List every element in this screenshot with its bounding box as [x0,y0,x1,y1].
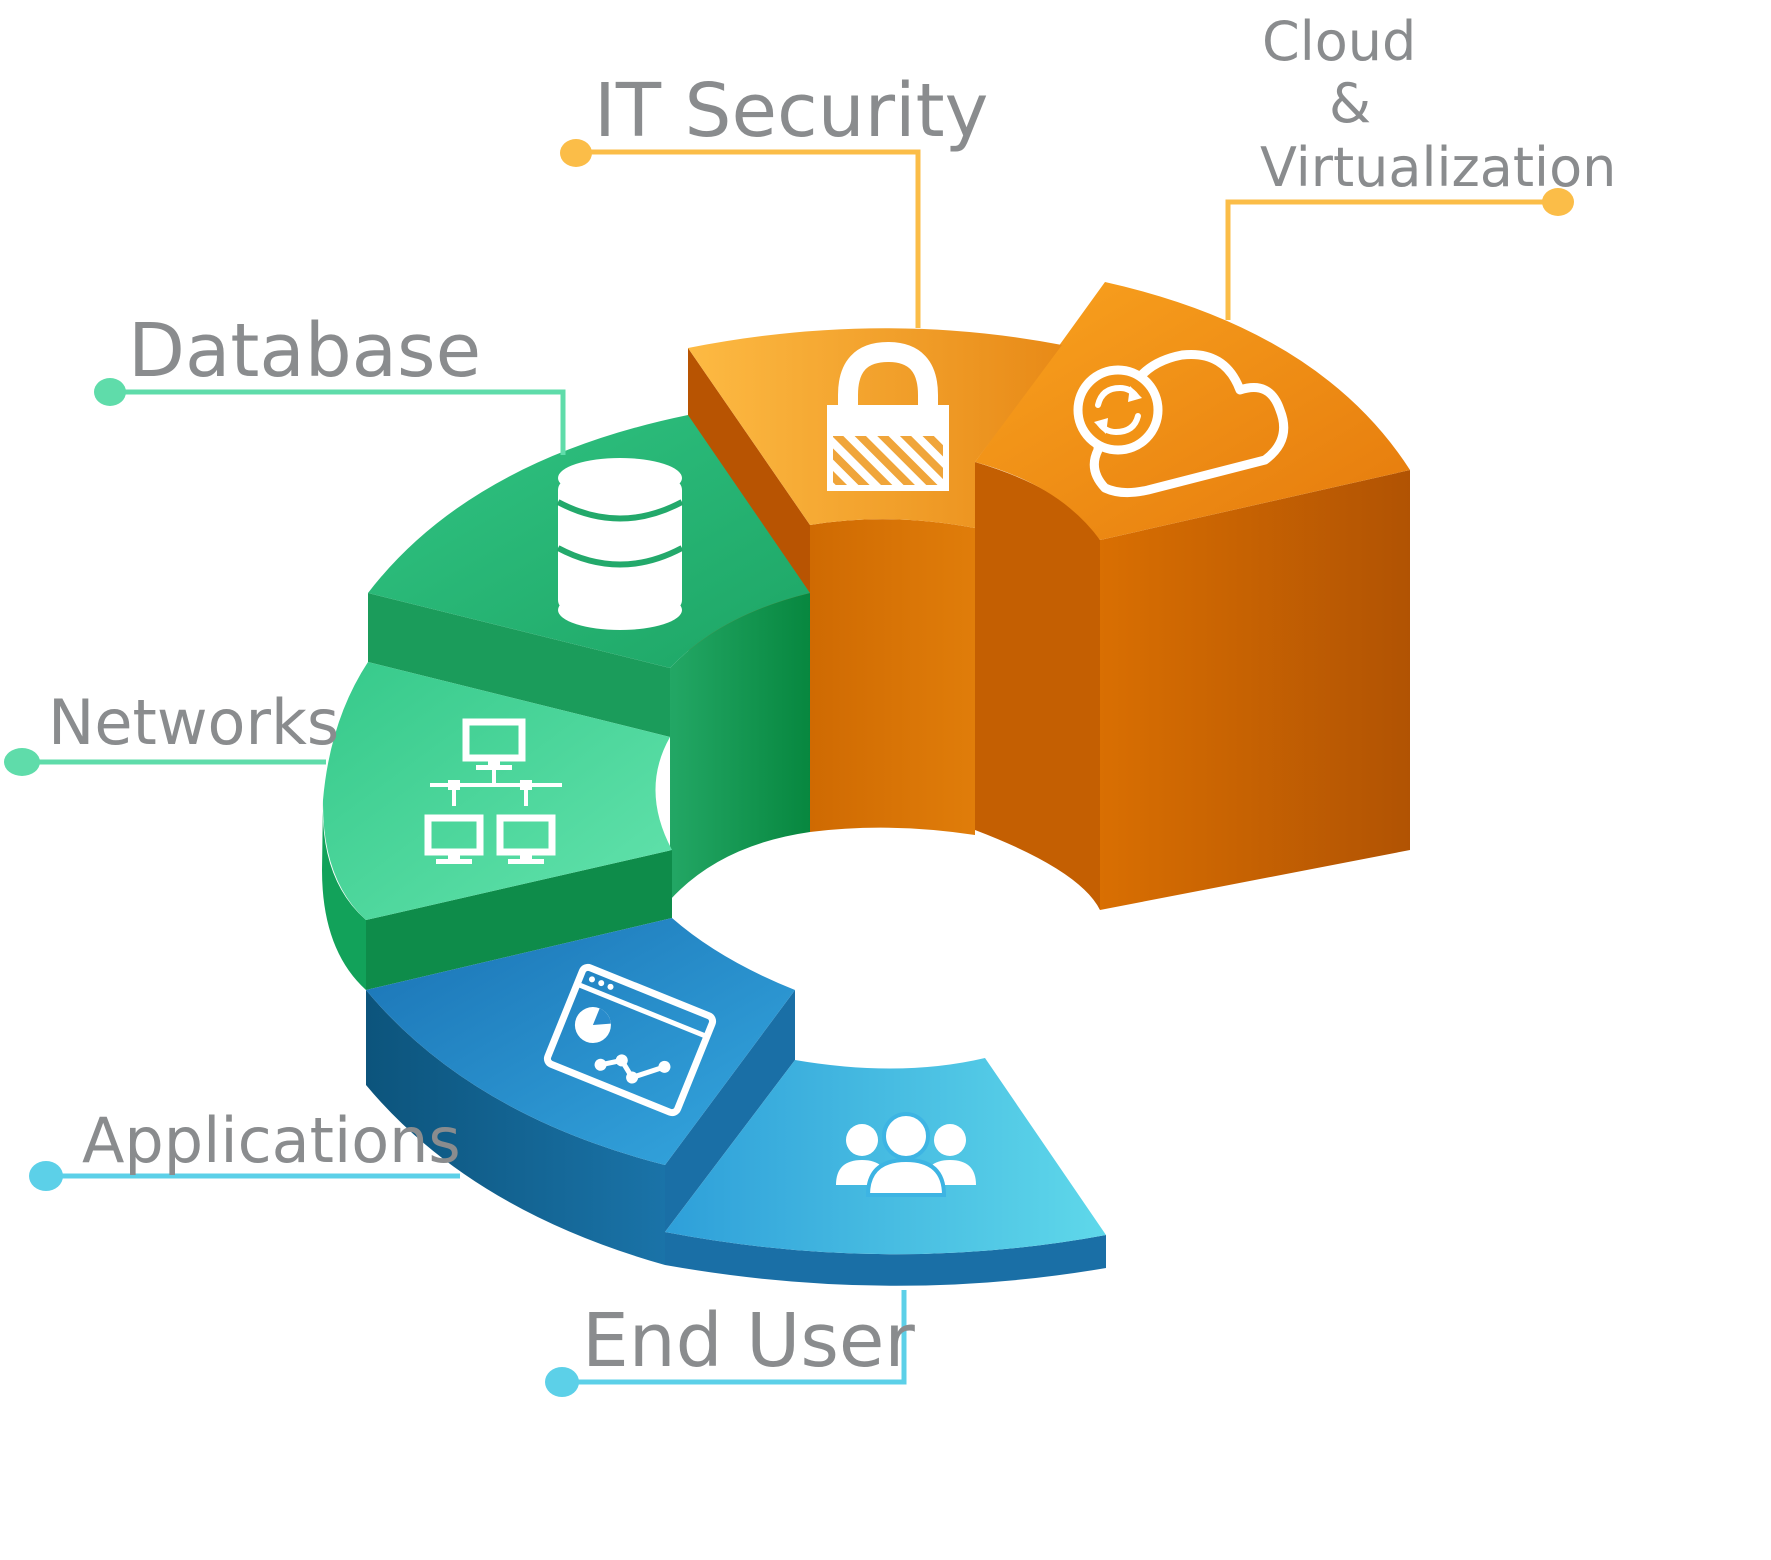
segment-cloud-virtualization [975,282,1410,910]
padlock-icon [827,342,949,491]
label-cloud-line3: Virtualization [1260,136,1616,199]
connector-end-user [545,1290,907,1397]
segment-end-user [665,1058,1106,1286]
database-inner-wall [670,593,810,900]
label-end-user: End User [582,1298,915,1384]
applications-outer-wall [366,990,665,1265]
networks-outer-wall [322,800,366,990]
cloud-inner-wall [975,462,1100,910]
connector-it-security [560,139,921,328]
label-cloud-line1: Cloud [1262,10,1416,73]
end-user-outer-wall [665,1232,1106,1286]
cloud-sync-icon [1073,349,1289,498]
connector-applications [29,1161,460,1191]
label-it-security: IT Security [594,68,988,154]
connector-cloud [1225,188,1574,320]
cloud-top-face [975,282,1410,540]
label-networks: Networks [48,686,339,759]
database-outer-wall [368,593,670,737]
networks-top-face [322,662,672,920]
database-icon [556,458,684,630]
users-group-icon [836,1112,976,1197]
networks-front-wall [366,850,672,990]
app-window-chart-icon [543,963,717,1117]
label-applications: Applications [82,1104,461,1177]
segment-networks [322,662,672,990]
connector-networks [4,748,326,776]
end-user-top-face [665,1058,1106,1255]
network-icon [424,718,562,864]
applications-side-wall [665,990,795,1232]
segment-applications [366,918,795,1265]
cloud-outer-wall [1100,470,1410,910]
applications-top-face [366,918,795,1165]
connector-database [94,378,566,455]
security-front-wall [810,519,975,835]
label-cloud-line2: & [1329,72,1371,135]
label-database: Database [128,308,481,394]
